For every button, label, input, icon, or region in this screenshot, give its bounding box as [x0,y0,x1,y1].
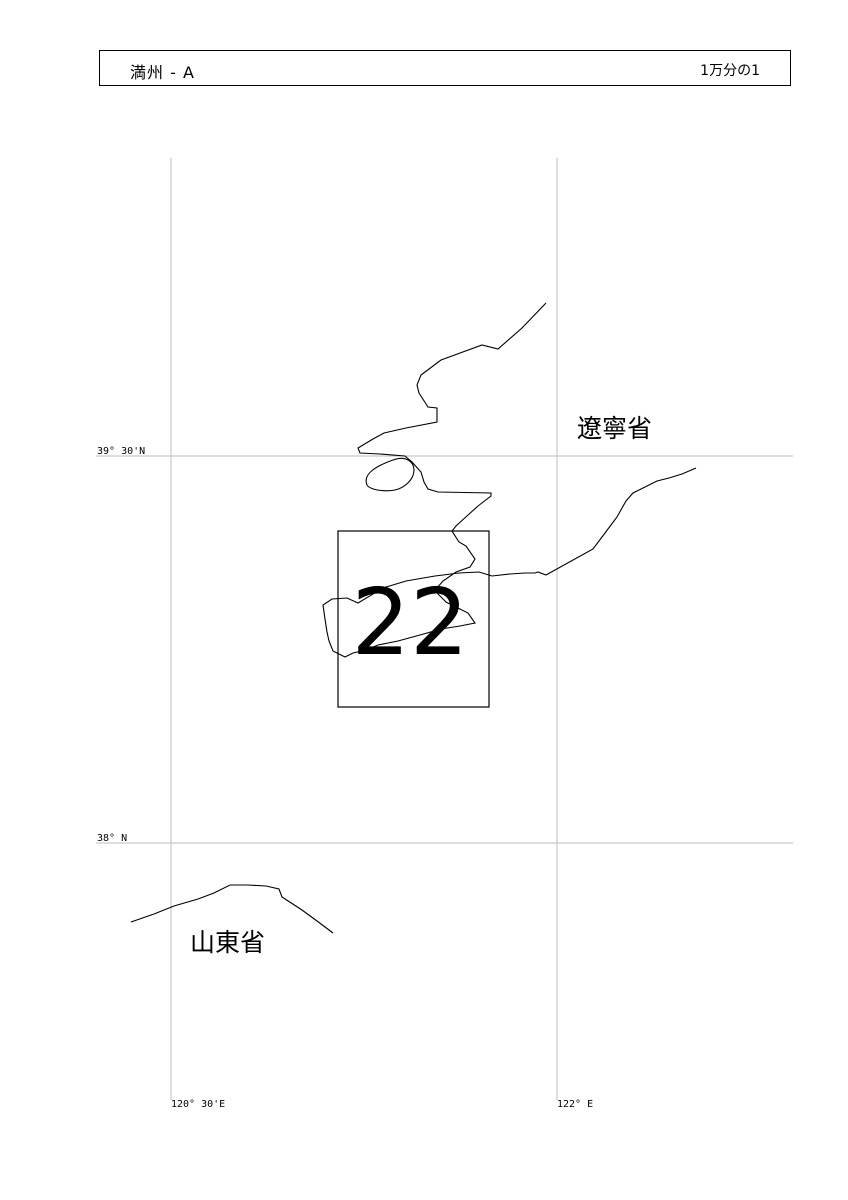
lon-label-122: 122° E [557,1099,593,1110]
coastline-shandong [130,884,334,934]
map-scale: 1万分の1 [700,63,760,79]
sheet-number[interactable]: 22 [351,569,468,676]
lat-label-39-30: 39° 30'N [97,446,145,457]
region-label-liaoning: 遼寧省 [577,414,652,443]
region-label-shandong: 山東省 [190,928,265,957]
map-title: 満州 - A [130,63,195,82]
lon-label-120-30: 120° 30'E [171,1099,225,1110]
sheet-22-box[interactable] [337,530,490,708]
lat-label-38: 38° N [97,833,127,844]
map-header: 満州 - A 1万分の1 [99,50,791,86]
coastline-liaodong-north [322,302,697,658]
coastline-island [365,457,415,492]
